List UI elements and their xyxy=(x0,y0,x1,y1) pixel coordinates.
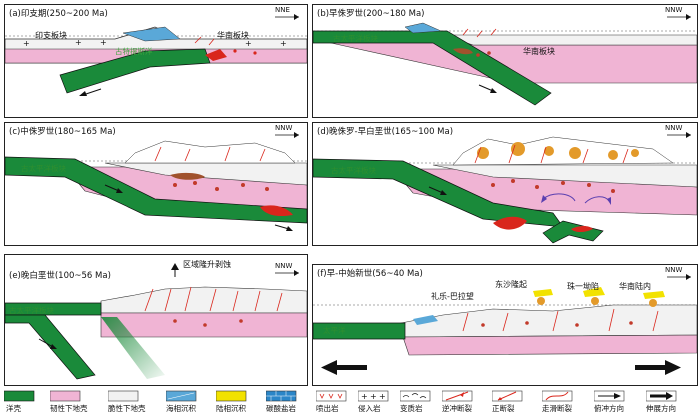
svg-text:+: + xyxy=(361,392,368,401)
legend-label: 正断裂 xyxy=(492,404,515,413)
panel-c-cross-section xyxy=(5,132,307,231)
legend-label: 侵入岩 xyxy=(358,404,381,413)
legend-carbonate-rock: 碳酸盐岩 xyxy=(266,390,314,414)
panel-d-cross-section xyxy=(313,132,697,244)
brittle-lower-crust-swatch xyxy=(108,390,139,402)
svg-text:+: + xyxy=(280,39,287,48)
svg-text:+: + xyxy=(100,38,107,47)
panel-e-late-cretaceous: (e)晚白垩世(100~56 Ma) 区域隆升剥蚀 NNW 古太平洋板块 xyxy=(4,254,308,386)
paleo-tethys-label: 古特提斯洋 xyxy=(115,47,153,56)
extension-arrow-icon xyxy=(646,390,677,402)
legend-label: 陆相沉积 xyxy=(216,404,246,413)
legend-marine-sediment: 海相沉积 xyxy=(166,390,214,414)
south-china-plate-label-a: 华南板块 xyxy=(217,31,249,40)
legend-strike-slip-fault: 走滑断裂 xyxy=(542,390,592,414)
carbonate-rock-swatch xyxy=(266,390,297,402)
legend-label: 伸展方向 xyxy=(646,404,676,413)
legend-ductile-lower-crust: 韧性下地壳 xyxy=(50,390,106,414)
panel-d-late-jurassic-early-cretaceous: (d)晚侏罗-早白垩世(165~100 Ma) NNW 古太平洋板块 xyxy=(312,122,698,246)
intrusive-rock-swatch: +++ xyxy=(358,390,389,402)
svg-text:+: + xyxy=(75,38,82,47)
legend-label: 碳酸盐岩 xyxy=(266,404,296,413)
svg-text:+: + xyxy=(370,392,377,401)
legend-label: 逆冲断裂 xyxy=(442,404,472,413)
paleo-pacific-label-b: 古太平洋板块 xyxy=(333,34,378,43)
legend: 洋壳 韧性下地壳 脆性下地壳 海相沉积 陆相沉积 碳酸盐岩 喷出岩 +++ 侵入… xyxy=(4,390,698,414)
pacific-label-f: 太平洋 xyxy=(323,326,346,335)
subduction-arrow-icon xyxy=(594,390,625,402)
legend-label: 脆性下地壳 xyxy=(108,404,146,413)
paleo-pacific-label-d: 古太平洋板块 xyxy=(331,166,376,175)
legend-label: 变质岩 xyxy=(400,404,423,413)
legend-label: 洋壳 xyxy=(6,404,21,413)
normal-fault-swatch xyxy=(492,390,523,402)
panel-b-title: (b)早侏罗世(200~180 Ma) xyxy=(317,9,425,19)
metamorphic-rock-swatch xyxy=(400,390,431,402)
legend-label: 走滑断裂 xyxy=(542,404,572,413)
legend-label: 俯冲方向 xyxy=(594,404,624,413)
south-china-inland-label: 华南陆内 xyxy=(619,282,651,291)
panel-c-middle-jurassic: (c)中侏罗世(180~165 Ma) NNW 古太平洋板块 xyxy=(4,122,308,246)
legend-label: 喷出岩 xyxy=(316,404,339,413)
panel-f-cross-section xyxy=(313,274,697,375)
panel-a-indosinian: +++++ (a)印支期(250~200 Ma) NNE 印支板块 古特提斯洋 … xyxy=(4,4,308,118)
continental-sediment-swatch xyxy=(216,390,247,402)
panel-c-title: (c)中侏罗世(180~165 Ma) xyxy=(9,127,116,137)
legend-label: 海相沉积 xyxy=(166,404,196,413)
ductile-lower-crust-swatch xyxy=(50,390,81,402)
paleo-pacific-label-e: 古太平洋板块 xyxy=(9,306,54,315)
panel-b-direction: NNW xyxy=(665,6,683,14)
extrusive-rock-swatch xyxy=(316,390,347,402)
panel-d-title: (d)晚侏罗-早白垩世(165~100 Ma) xyxy=(317,127,454,137)
regional-uplift-label: 区域隆升剥蚀 xyxy=(183,260,231,269)
indochina-plate-label: 印支板块 xyxy=(35,31,67,40)
paleo-pacific-label-c: 古太平洋板块 xyxy=(21,164,66,173)
panel-a-direction: NNE xyxy=(275,6,290,14)
legend-thrust-fault: 逆冲断裂 xyxy=(442,390,490,414)
legend-oceanic-crust: 洋壳 xyxy=(4,390,48,414)
legend-intrusive-rock: +++ 侵入岩 xyxy=(358,390,398,414)
panel-f-early-middle-eocene: (f)早-中始新世(56~40 Ma) 礼乐-巴拉望 东沙隆起 珠一坳陷 华南陆… xyxy=(312,264,698,386)
panel-d-direction: NNW xyxy=(665,124,683,132)
strike-slip-fault-swatch xyxy=(542,390,573,402)
legend-metamorphic-rock: 变质岩 xyxy=(400,390,440,414)
marine-sediment-swatch xyxy=(166,390,197,402)
thrust-fault-swatch xyxy=(442,390,473,402)
legend-subduction-direction: 俯冲方向 xyxy=(594,390,644,414)
legend-label: 韧性下地壳 xyxy=(50,404,88,413)
panel-e-title: (e)晚白垩世(100~56 Ma) xyxy=(9,271,111,281)
panel-a-cross-section: + + + + + xyxy=(5,14,307,96)
panel-b-early-jurassic: (b)早侏罗世(200~180 Ma) NNW 古太平洋板块 华南板块 xyxy=(312,4,698,118)
legend-extension-direction: 伸展方向 xyxy=(646,390,698,414)
svg-text:+: + xyxy=(245,39,252,48)
panel-b-cross-section xyxy=(313,14,697,106)
reed-palawan-label: 礼乐-巴拉望 xyxy=(431,292,474,301)
panel-f-direction: NNW xyxy=(665,266,683,274)
panel-a-title: (a)印支期(250~200 Ma) xyxy=(9,9,108,19)
svg-text:+: + xyxy=(379,392,386,401)
panel-e-direction: NNW xyxy=(275,262,293,270)
oceanic-crust-swatch xyxy=(4,390,35,402)
svg-text:+: + xyxy=(23,39,30,48)
panel-c-direction: NNW xyxy=(275,124,293,132)
legend-extrusive-rock: 喷出岩 xyxy=(316,390,356,414)
legend-continental-sediment: 陆相沉积 xyxy=(216,390,264,414)
panel-f-title: (f)早-中始新世(56~40 Ma) xyxy=(317,269,423,279)
panel-e-cross-section xyxy=(5,263,307,380)
legend-normal-fault: 正断裂 xyxy=(492,390,540,414)
zhu1-depression-label: 珠一坳陷 xyxy=(567,282,599,291)
south-china-plate-label-b: 华南板块 xyxy=(523,47,555,56)
legend-brittle-lower-crust: 脆性下地壳 xyxy=(108,390,164,414)
dongsha-uplift-label: 东沙隆起 xyxy=(495,280,527,289)
